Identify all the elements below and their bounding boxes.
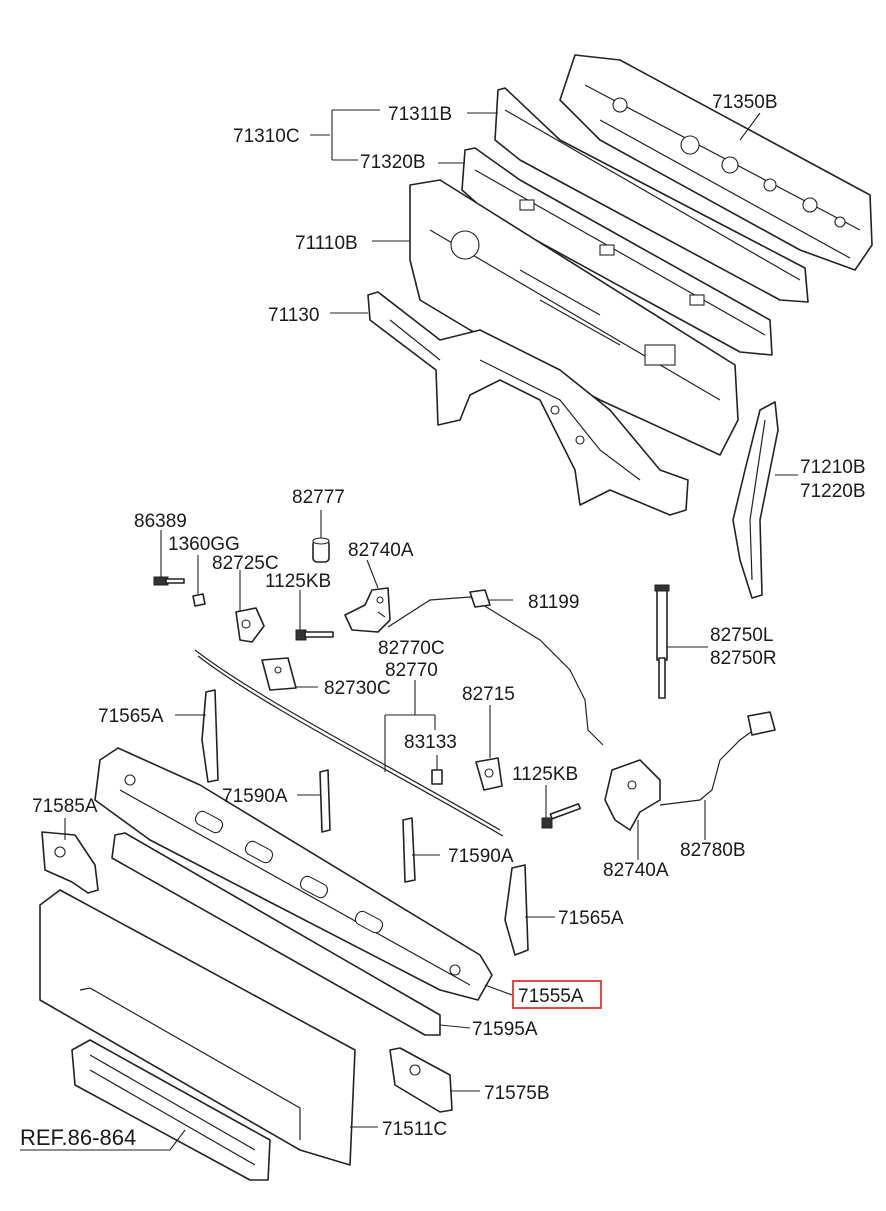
part-71210B-drawing <box>732 401 779 599</box>
label-71511C: 71511C <box>382 1119 447 1140</box>
label-83133: 83133 <box>404 732 457 753</box>
part-71590A-left-drawing <box>319 769 331 833</box>
label-82770C: 82770C <box>378 638 445 659</box>
weatherstrip-drawing <box>194 649 504 837</box>
part-82780B-drawing <box>659 711 776 806</box>
part-71590A-right-drawing <box>402 817 416 883</box>
label-82725C: 82725C <box>212 553 279 574</box>
part-71585A-drawing <box>41 831 99 894</box>
label-82740A-top: 82740A <box>348 540 414 561</box>
part-86389-drawing <box>153 576 185 586</box>
label-1125KB-mid: 1125KB <box>512 764 578 785</box>
label-71585A: 71585A <box>32 796 98 817</box>
leader-lines <box>20 109 798 1151</box>
part-1360GG-drawing <box>192 593 206 607</box>
label-71311B: 71311B <box>388 104 452 125</box>
part-71565A-left-drawing <box>201 689 219 783</box>
label-82730C: 82730C <box>324 678 391 699</box>
part-1125KB-mid-drawing <box>541 803 582 829</box>
label-71110B: 71110B <box>295 233 358 254</box>
part-82730C-drawing <box>261 657 297 691</box>
part-71320B-drawing <box>461 147 773 356</box>
label-71320B: 71320B <box>360 152 426 173</box>
label-82770: 82770 <box>385 660 438 681</box>
part-71110B-drawing <box>409 179 739 456</box>
part-71311B-drawing <box>494 87 809 303</box>
part-71555A-drawing <box>94 747 493 1001</box>
label-71350B: 71350B <box>712 92 778 113</box>
grille-ref-drawing <box>71 1039 271 1181</box>
label-86389: 86389 <box>134 511 187 532</box>
label-71590A-left: 71590A <box>222 786 288 807</box>
part-71130-drawing <box>367 291 689 516</box>
label-71220B: 71220B <box>800 481 866 502</box>
label-82740A-bottom: 82740A <box>603 860 669 881</box>
label-1125KB-top: 1125KB <box>265 571 331 592</box>
label-71595A: 71595A <box>472 1019 538 1040</box>
highlight-box-71555A <box>512 980 602 1009</box>
part-71511C-drawing <box>39 889 356 1166</box>
label-1360GG: 1360GG <box>168 534 240 555</box>
label-82750L: 82750L <box>710 625 773 646</box>
part-71350B-drawing <box>559 54 873 271</box>
label-71590A-right: 71590A <box>448 846 514 867</box>
label-71565A-left: 71565A <box>98 706 164 727</box>
label-82715: 82715 <box>462 684 515 705</box>
label-71565A-right: 71565A <box>558 908 624 929</box>
label-71575B: 71575B <box>484 1083 550 1104</box>
label-82750R: 82750R <box>710 648 777 669</box>
label-ref-86-864: REF.86-864 <box>20 1125 136 1150</box>
part-83133-drawing <box>431 769 443 785</box>
part-82777-drawing <box>312 537 330 563</box>
part-71595A-drawing <box>111 832 441 1036</box>
part-81199-drawing <box>387 589 604 746</box>
part-1125KB-top-drawing <box>295 629 334 641</box>
part-82740A-bottom-drawing <box>604 759 661 831</box>
part-82740A-top-drawing <box>344 587 391 633</box>
label-71555A[interactable]: 71555A <box>518 986 584 1007</box>
part-82750-drawing <box>654 584 670 699</box>
part-71575B-drawing <box>389 1047 453 1113</box>
label-71130: 71130 <box>268 305 319 326</box>
label-82780B: 82780B <box>680 840 746 861</box>
part-82725C-drawing <box>235 607 265 643</box>
label-71210B: 71210B <box>800 457 866 478</box>
label-82777: 82777 <box>292 487 345 508</box>
label-71310C: 71310C <box>233 126 300 147</box>
part-71565A-right-drawing <box>504 864 529 956</box>
label-81199: 81199 <box>528 592 579 613</box>
part-82715-drawing <box>475 757 503 791</box>
